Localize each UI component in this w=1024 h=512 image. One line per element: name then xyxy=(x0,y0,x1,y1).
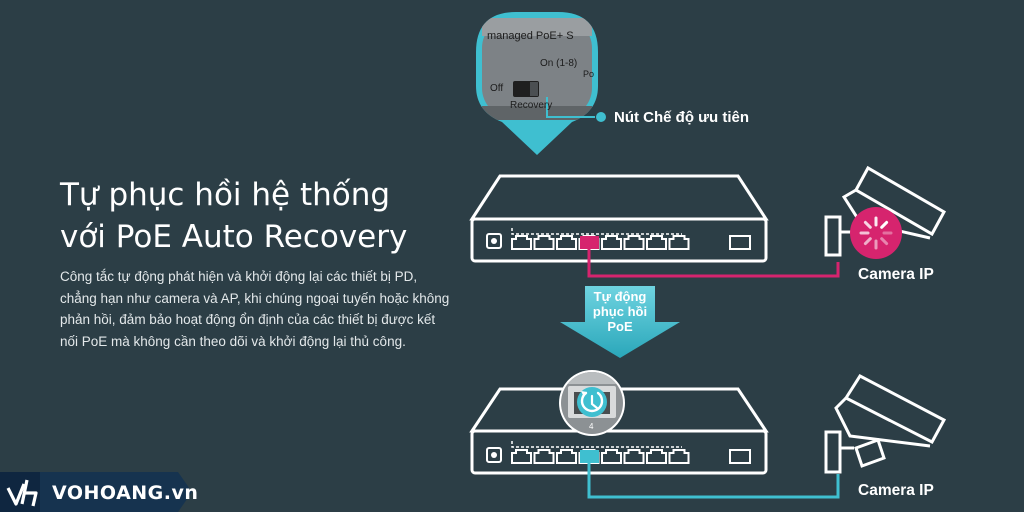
top-port-8 xyxy=(668,235,690,250)
camera-alert-top xyxy=(850,207,902,259)
camera-label-bottom: Camera IP xyxy=(858,482,934,499)
bottom-port-3 xyxy=(556,449,577,464)
zoom-po-label: Po xyxy=(583,69,595,79)
port-alert-top xyxy=(580,236,599,249)
brand-ribbon xyxy=(0,472,192,512)
headline: Tự phục hồi hệ thống với PoE Auto Recove… xyxy=(60,174,480,258)
switch-top xyxy=(469,174,769,263)
top-port-2 xyxy=(533,235,555,250)
bottom-port-7 xyxy=(646,449,667,464)
zoom-on-label: On (1-8) xyxy=(540,58,578,69)
port-zoom-number: 4 xyxy=(589,422,594,431)
camera-bottom-icon xyxy=(824,374,947,474)
ports-top xyxy=(511,235,690,250)
zoom-off-label: Off xyxy=(490,83,504,94)
arrow-label-line-2: phục hồi xyxy=(592,304,648,319)
zoom-balloon xyxy=(476,12,606,155)
zoom-recovery-label: Recovery xyxy=(510,100,553,111)
description: Công tắc tự động phát hiện và khởi động … xyxy=(60,269,450,349)
spinner-tick xyxy=(880,237,889,246)
priority-button-label: Nút Chế độ ưu tiên xyxy=(614,109,750,126)
bottom-port-6 xyxy=(623,449,645,464)
headline-line-1: Tự phục hồi hệ thống xyxy=(60,177,391,213)
spinner-tick xyxy=(863,220,872,229)
arrow-label-line-3: PoE xyxy=(607,319,633,334)
top-port-5 xyxy=(601,235,622,250)
ports-bottom xyxy=(511,449,690,464)
brand-name: VOHOANG.vn xyxy=(52,482,199,504)
camera-label-top: Camera IP xyxy=(858,266,934,283)
bottom-port-2 xyxy=(533,449,555,464)
priority-dot-icon xyxy=(596,112,606,122)
headline-line-2: với PoE Auto Recovery xyxy=(60,219,408,255)
loading-spinner-icon xyxy=(859,216,893,250)
bottom-port-1 xyxy=(511,449,532,464)
recovery-arrow xyxy=(560,286,680,358)
zoom-header-text: managed PoE+ S xyxy=(487,30,574,42)
top-port-6 xyxy=(623,235,645,250)
spinner-tick xyxy=(863,237,872,246)
top-port-1 xyxy=(511,235,532,250)
arrow-label-line-1: Tự động xyxy=(593,289,647,304)
port-zoom xyxy=(559,370,625,436)
top-port-7 xyxy=(646,235,667,250)
port-recovered-bottom xyxy=(580,450,599,463)
spinner-tick xyxy=(880,220,889,229)
bottom-port-8 xyxy=(668,449,690,464)
vh-logo-icon xyxy=(6,479,38,507)
bottom-port-5 xyxy=(601,449,622,464)
top-port-3 xyxy=(556,235,577,250)
arrow-label: Tự động phục hồi PoE xyxy=(582,289,658,334)
